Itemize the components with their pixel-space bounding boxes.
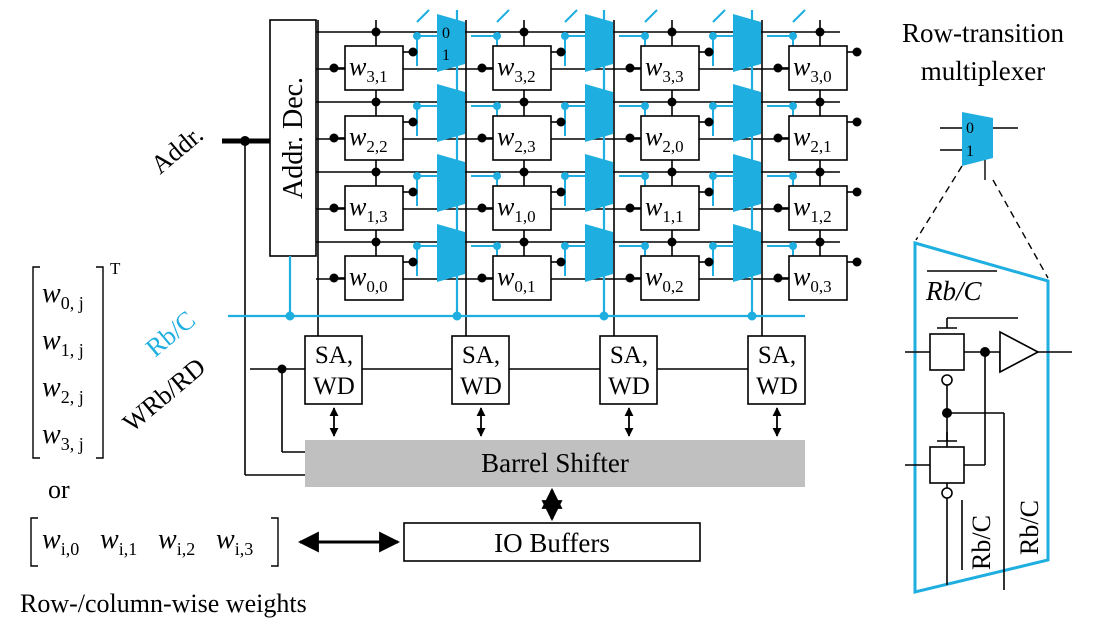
weight-cell: w3,0 xyxy=(788,45,848,91)
mux-trapezoid xyxy=(437,84,465,142)
rbc-bar-vertical: Rb/C xyxy=(961,500,996,570)
transpose-mark: T xyxy=(110,259,121,278)
weight-cell-label: w2,2 xyxy=(349,122,388,156)
addr-label: Addr. xyxy=(145,120,208,180)
weight-cell-label: w1,3 xyxy=(349,192,388,226)
row-vector: wi,0 wi,1 wi,2 wi,3 xyxy=(30,517,279,567)
weight-cell-label: w3,1 xyxy=(349,52,388,86)
sense-amp-blocks: SA, WD SA, WD SA, WD SA, WD xyxy=(304,335,806,437)
address-bus xyxy=(222,136,305,476)
mux-input-0: 0 xyxy=(966,120,974,137)
weight-cell: w0,3 xyxy=(788,255,848,301)
weight-cell: w1,0 xyxy=(492,185,552,231)
weights-caption: Row-/column-wise weights xyxy=(20,589,307,618)
sa-label: SA, xyxy=(758,342,796,369)
weight-cell: w2,0 xyxy=(640,115,700,161)
weight-cell-label: w3,0 xyxy=(793,52,832,86)
wd-label: WD xyxy=(313,373,355,400)
mux-transmission-gates xyxy=(905,317,1072,590)
weight-cell: w2,2 xyxy=(344,115,404,161)
weight-cells: w3,1 w3,2 w3,3 w3,0 w2,2 w2,3 w2,0 w2,1 w1,3 w1,0… xyxy=(344,45,848,301)
or-label: or xyxy=(48,475,70,504)
wrbrd-label: WRb/RD xyxy=(117,352,211,437)
array-mux-input-0: 0 xyxy=(442,25,450,42)
mux-trapezoid xyxy=(733,84,761,142)
weight-cell-label: w2,3 xyxy=(497,122,536,156)
rbc-bar-vertical-label: Rb/C xyxy=(967,515,996,570)
weight-cell-label: w0,3 xyxy=(793,262,832,296)
sa-label: SA, xyxy=(610,342,648,369)
mux-trapezoid xyxy=(585,14,613,72)
rbc-bar-top-label: Rb/C xyxy=(925,276,982,306)
weight-cell: w0,0 xyxy=(344,255,404,301)
weight-cell: w1,1 xyxy=(640,185,700,231)
sa-wd-block: SA, WD xyxy=(747,335,806,437)
mux-input-1: 1 xyxy=(966,143,974,160)
weight-cell: w1,3 xyxy=(344,185,404,231)
mux-title-line1: Row-transition xyxy=(902,18,1064,48)
weight-cell-label: w2,0 xyxy=(645,122,684,156)
rbc-bar-top: Rb/C xyxy=(925,270,997,306)
weight-cell: w3,2 xyxy=(492,45,552,91)
weight-cell: w3,3 xyxy=(640,45,700,91)
wd-label: WD xyxy=(460,373,502,400)
array-mux-input-1: 1 xyxy=(442,47,450,64)
mux-trapezoid xyxy=(733,224,761,282)
weight-cell-label: w0,2 xyxy=(645,262,684,296)
column-vector-entry: w1, j xyxy=(42,325,84,360)
barrel-shifter: Barrel Shifter xyxy=(305,440,805,487)
weight-cell-label: w1,0 xyxy=(497,192,536,226)
wd-label: WD xyxy=(608,373,650,400)
address-decoder: Addr. Dec. xyxy=(269,19,317,257)
io-buffers: IO Buffers xyxy=(403,522,701,562)
weight-cell: w1,2 xyxy=(788,185,848,231)
row-transition-muxes: 01 xyxy=(437,14,761,282)
mux-trapezoid xyxy=(733,14,761,72)
mux-title-line2: multiplexer xyxy=(921,56,1045,86)
weight-cell: w2,3 xyxy=(492,115,552,161)
weight-cell-label: w0,1 xyxy=(497,262,536,296)
weight-cell-label: w3,2 xyxy=(497,52,536,86)
row-vector-entry: wi,3 xyxy=(216,524,253,559)
mux-trapezoid xyxy=(585,84,613,142)
weight-cell: w3,1 xyxy=(344,45,404,91)
wd-label: WD xyxy=(756,373,798,400)
mux-trapezoid xyxy=(585,154,613,212)
mux-detail-outline xyxy=(913,241,1050,594)
weight-cell-label: w1,2 xyxy=(793,192,832,226)
column-vector: T w0, j w1, j w2, j w3, j xyxy=(32,259,121,459)
weight-cell-label: w0,0 xyxy=(349,262,388,296)
mux-trapezoid xyxy=(437,154,465,212)
row-vector-entry: wi,1 xyxy=(100,524,137,559)
rbc-vertical-label: Rb/C xyxy=(1015,500,1044,555)
mux-symbol: 0 1 xyxy=(940,112,1018,180)
sa-wd-block: SA, WD xyxy=(599,335,658,437)
column-vector-entry: w3, j xyxy=(42,419,84,454)
junction-dots xyxy=(329,27,862,283)
mux-trapezoid xyxy=(733,154,761,212)
weight-cell: w0,1 xyxy=(492,255,552,301)
io-buffers-label: IO Buffers xyxy=(494,528,610,558)
row-vector-entry: wi,0 xyxy=(42,524,79,559)
column-vector-entry: w0, j xyxy=(42,278,84,313)
weight-cell-label: w2,1 xyxy=(793,122,832,156)
row-vector-entry: wi,2 xyxy=(158,524,195,559)
weight-cell-label: w3,3 xyxy=(645,52,684,86)
sa-wd-block: SA, WD xyxy=(304,335,363,437)
sa-label: SA, xyxy=(462,342,500,369)
weight-cell: w2,1 xyxy=(788,115,848,161)
mux-trapezoid xyxy=(585,224,613,282)
sa-label: SA, xyxy=(315,342,353,369)
mux-trapezoid xyxy=(437,14,465,72)
mux-trapezoid xyxy=(437,224,465,282)
sa-wd-block: SA, WD xyxy=(451,335,510,437)
barrel-shifter-label: Barrel Shifter xyxy=(481,448,629,478)
column-vector-entry: w2, j xyxy=(42,372,84,407)
address-decoder-label: Addr. Dec. xyxy=(278,77,309,199)
weight-cell-label: w1,1 xyxy=(645,192,684,226)
weight-cell: w0,2 xyxy=(640,255,700,301)
